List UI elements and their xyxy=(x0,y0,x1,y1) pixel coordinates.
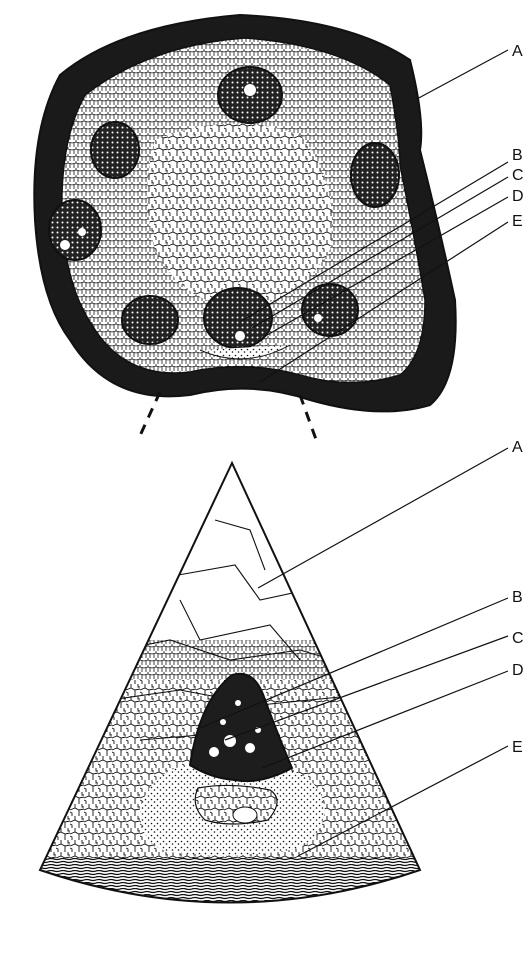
enlarged-wedge: A B C D E xyxy=(30,439,524,945)
vascular-bundle xyxy=(351,143,399,207)
top-label-b: B xyxy=(512,147,523,164)
top-label-d: D xyxy=(512,188,524,205)
stem-section-top: A B C D E xyxy=(34,15,523,411)
bottom-label-a: A xyxy=(512,439,523,456)
outer-epidermis-band xyxy=(30,858,430,938)
top-label-e: E xyxy=(512,213,523,230)
bottom-label-c: C xyxy=(512,630,524,647)
bottom-label-d: D xyxy=(512,662,524,679)
vascular-bundle xyxy=(122,296,178,344)
vascular-bundle xyxy=(91,122,139,178)
dashed-guide-lines xyxy=(138,392,318,445)
bottom-label-e: E xyxy=(512,739,523,756)
bottom-label-b: B xyxy=(512,589,523,606)
top-label-c: C xyxy=(512,167,524,184)
top-label-a: A xyxy=(512,43,523,60)
vascular-bundle xyxy=(49,200,101,260)
